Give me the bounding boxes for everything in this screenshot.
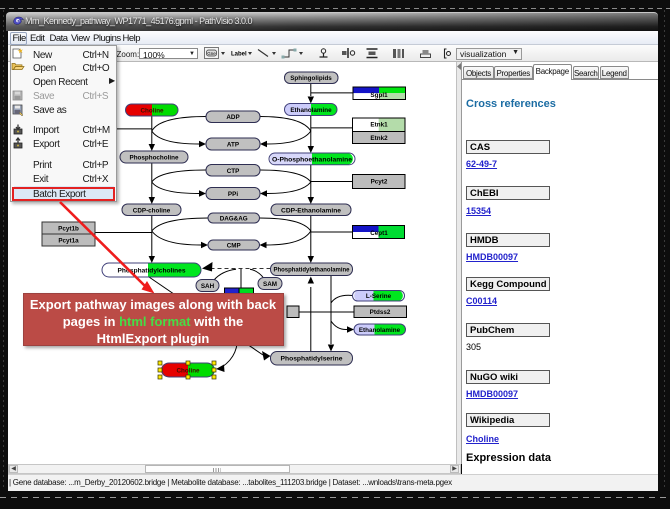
svg-text:Sgpl1: Sgpl1 xyxy=(370,92,388,99)
svg-text:Gne: Gne xyxy=(207,51,216,56)
svg-text:SAH: SAH xyxy=(201,283,215,290)
svg-text:Label: Label xyxy=(231,52,247,58)
svg-text:Pcyt1a: Pcyt1a xyxy=(58,237,79,244)
svg-text:Pcyt1b: Pcyt1b xyxy=(58,225,79,232)
svg-text:O-Phosphoethanolamine: O-Phosphoethanolamine xyxy=(272,156,353,163)
svg-text:Phosphocholine: Phosphocholine xyxy=(130,154,179,161)
svg-text:CDP-choline: CDP-choline xyxy=(133,207,171,214)
svg-text:Sphingolipids: Sphingolipids xyxy=(290,75,332,82)
svg-text:Etnk1: Etnk1 xyxy=(370,122,388,129)
svg-text:Etnk2: Etnk2 xyxy=(370,135,388,142)
svg-text:Pcyt2: Pcyt2 xyxy=(371,179,388,186)
svg-text:Phosphatidylserine: Phosphatidylserine xyxy=(281,356,344,363)
svg-text:ADP: ADP xyxy=(226,114,239,121)
svg-text:Choline: Choline xyxy=(176,368,200,375)
svg-text:DAG&AG: DAG&AG xyxy=(220,216,248,223)
svg-text:CDP-Ethanolamine: CDP-Ethanolamine xyxy=(281,207,342,214)
svg-text:Ethanolamine: Ethanolamine xyxy=(290,107,332,114)
svg-text:Choline: Choline xyxy=(140,107,164,114)
svg-text:Cept1: Cept1 xyxy=(370,230,388,237)
svg-text:Phosphatidylcholines: Phosphatidylcholines xyxy=(118,267,187,274)
svg-text:Ptdss2: Ptdss2 xyxy=(370,309,391,316)
svg-text:Ethanolamine: Ethanolamine xyxy=(359,327,401,334)
svg-text:PPi: PPi xyxy=(228,191,238,198)
svg-text:SAM: SAM xyxy=(263,281,277,288)
svg-text:CTP: CTP xyxy=(227,168,240,175)
svg-text:Phosphatidylethanolamine: Phosphatidylethanolamine xyxy=(274,267,350,274)
svg-text:L-Serine: L-Serine xyxy=(366,293,392,300)
svg-text:ATP: ATP xyxy=(227,141,239,148)
svg-text:CMP: CMP xyxy=(227,243,241,250)
